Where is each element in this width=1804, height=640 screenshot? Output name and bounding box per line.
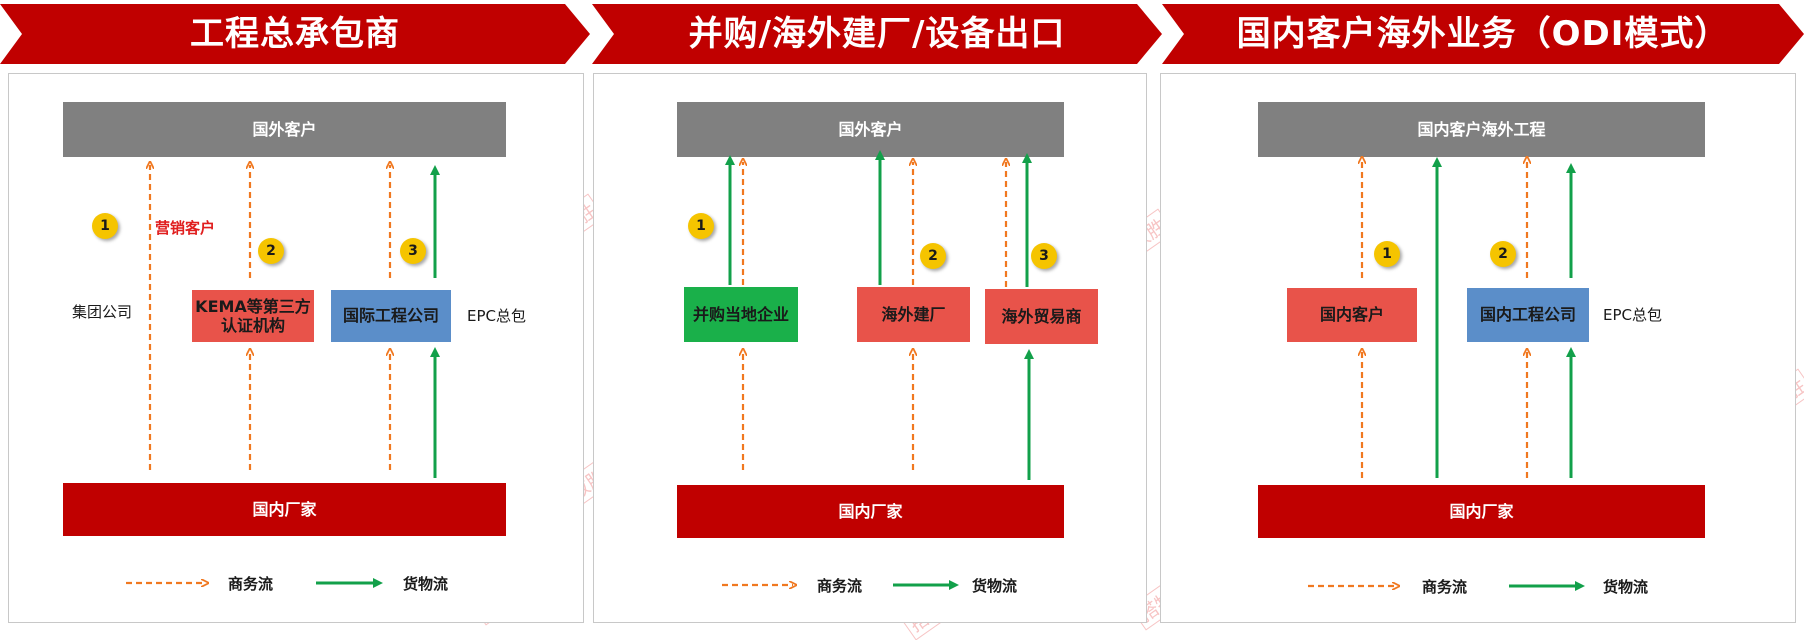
kema-line1: KEMA等第三方	[195, 296, 311, 316]
step-badge-2: 2	[258, 238, 284, 264]
banner-chevron-shape	[0, 4, 590, 64]
domestic-client-overseas-project-box: 国内客户海外工程	[1258, 102, 1705, 157]
banner-chevron-shape	[592, 4, 1162, 64]
banner-title: 并购/海外建厂/设备出口	[688, 14, 1066, 54]
domestic-manufacturer-box: 国内厂家	[1258, 485, 1705, 538]
step-badge-2: 2	[920, 243, 946, 269]
banner-epc: 工程总承包商	[0, 4, 590, 64]
step-badge-2: 2	[1490, 241, 1516, 267]
banner-chevron-shape	[1162, 4, 1804, 64]
banner-title: 国内客户海外业务（ODI模式）	[1236, 14, 1730, 54]
overseas-client-box: 国外客户	[677, 102, 1064, 157]
legend-goods-flow-label: 货物流	[1603, 578, 1649, 596]
step-badge-1: 1	[688, 213, 714, 239]
legend-business-flow-label: 商务流	[1422, 578, 1468, 596]
epc-label: EPC总包	[1603, 306, 1662, 324]
banner-acquisition: 并购/海外建厂/设备出口	[592, 4, 1162, 64]
legend-goods-flow-label: 货物流	[972, 577, 1018, 595]
overseas-trader-box: 海外贸易商	[985, 289, 1098, 344]
banner-title: 工程总承包商	[190, 14, 400, 54]
merge-local-enterprise-box: 并购当地企业	[684, 287, 798, 342]
domestic-manufacturer-box: 国内厂家	[63, 483, 506, 536]
kema-certification-box: KEMA等第三方 认证机构	[192, 290, 314, 342]
legend-goods-flow-label: 货物流	[403, 575, 449, 593]
step-badge-3: 3	[400, 238, 426, 264]
marketing-client-label: 营销客户	[155, 219, 216, 237]
overseas-factory-box: 海外建厂	[857, 287, 970, 342]
legend-business-flow-label: 商务流	[228, 575, 274, 593]
banner-odi: 国内客户海外业务（ODI模式）	[1162, 4, 1804, 64]
domestic-client-box: 国内客户	[1287, 288, 1417, 342]
legend-business-flow-label: 商务流	[817, 577, 863, 595]
epc-label: EPC总包	[467, 307, 526, 325]
domestic-engineering-box: 国内工程公司	[1467, 288, 1589, 342]
step-badge-3: 3	[1031, 243, 1057, 269]
domestic-manufacturer-box: 国内厂家	[677, 485, 1064, 538]
step-badge-1: 1	[92, 213, 118, 239]
overseas-client-box: 国外客户	[63, 102, 506, 157]
step-badge-1: 1	[1374, 241, 1400, 267]
kema-line2: 认证机构	[220, 316, 285, 335]
intl-engineering-box: 国际工程公司	[331, 290, 451, 342]
group-company-label: 集团公司	[72, 303, 133, 321]
